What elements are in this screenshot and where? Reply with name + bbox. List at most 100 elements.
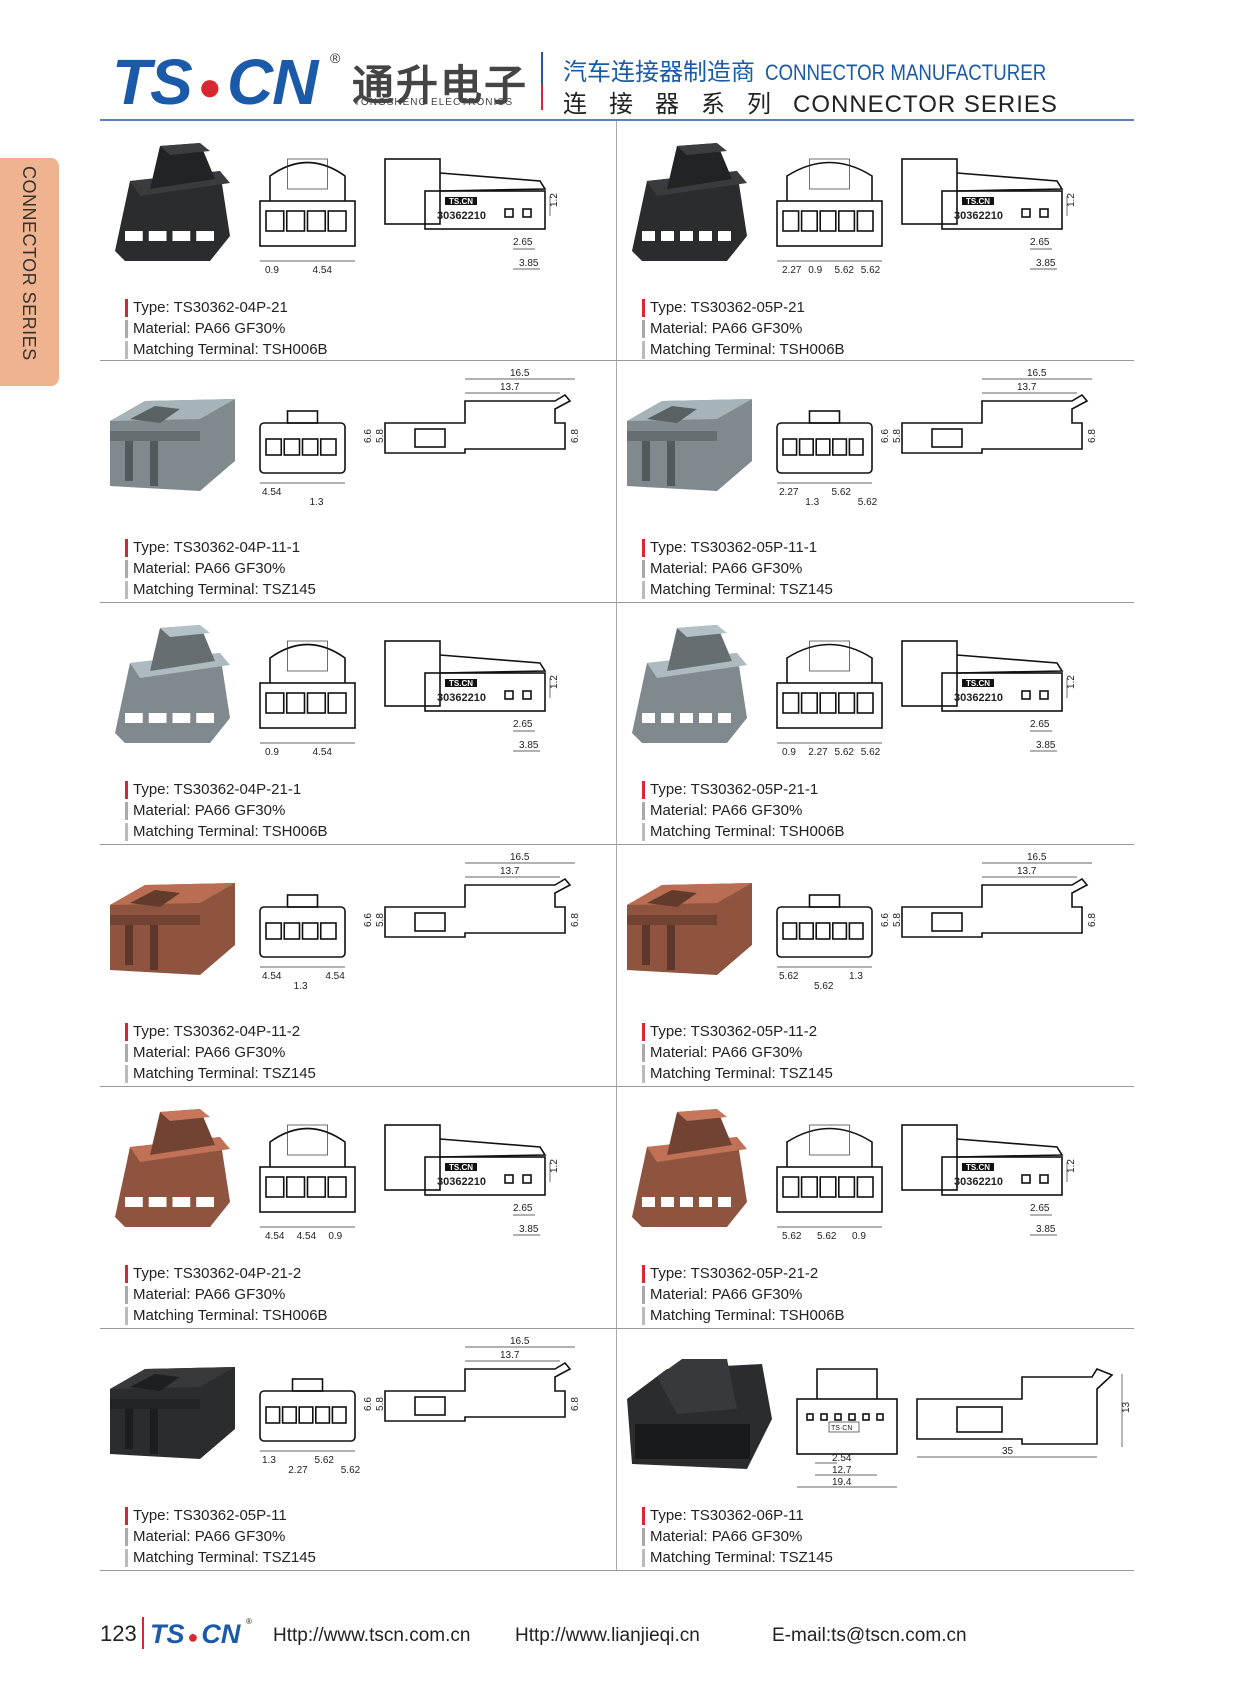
product-photo	[110, 1367, 235, 1459]
website-link-1[interactable]: Http://www.tscn.com.cn	[273, 1625, 471, 1646]
product-material-label: Material:	[650, 320, 712, 337]
spec-marker	[125, 341, 128, 359]
cavity	[819, 692, 837, 714]
cavity	[301, 922, 319, 940]
product-terminal-label: Matching Terminal:	[133, 1549, 263, 1566]
product-type-value: TS30362-04P-21	[173, 299, 288, 316]
series-en: CONNECTOR SERIES	[793, 91, 1058, 118]
product-material-label: Material:	[133, 1528, 195, 1545]
product-material-value: PA66 GF30%	[711, 320, 803, 337]
product-terminal: Matching Terminal: TSZ145	[642, 579, 833, 600]
side-outline	[901, 877, 1089, 938]
latch-arm	[956, 1138, 1064, 1158]
product-type-label: Type:	[133, 299, 174, 316]
footer-logo-cn: CN	[201, 1619, 241, 1649]
housing-mark: TS.CN	[449, 1163, 473, 1172]
spec-marker	[125, 1065, 128, 1083]
cavity	[782, 1176, 800, 1198]
cavity	[838, 692, 856, 714]
latch-top	[677, 1109, 727, 1121]
cavity	[815, 438, 831, 456]
dimension-label: 2.65	[1030, 719, 1050, 730]
latch	[667, 143, 732, 189]
detail	[522, 690, 532, 700]
cavity	[834, 1413, 842, 1421]
footer-logo-ts: TS	[150, 1619, 185, 1649]
dimension-label: 6.8	[1087, 913, 1098, 927]
terminal-window	[196, 231, 214, 241]
spec-marker	[125, 560, 128, 578]
window	[956, 1406, 1003, 1433]
latch-slot	[647, 406, 697, 423]
spec-marker	[125, 1286, 128, 1304]
dimension-label: 5.62	[861, 265, 881, 276]
cavity	[819, 1176, 837, 1198]
cavity	[265, 692, 285, 714]
product-material-label: Material:	[133, 320, 195, 337]
cavity	[331, 1406, 347, 1424]
latch-outline	[269, 1127, 346, 1167]
dimension-label: 1.3	[849, 971, 863, 982]
latch	[667, 1109, 732, 1155]
cavity	[265, 922, 283, 940]
dimension-label: 5.8	[375, 429, 386, 443]
email-link[interactable]: E-mail:ts@tscn.com.cn	[772, 1625, 967, 1646]
website-link-2[interactable]: Http://www.lianjieqi.cn	[515, 1625, 700, 1646]
dimension-label: 6.6	[363, 1397, 374, 1411]
front-face	[627, 915, 717, 925]
product-terminal-label: Matching Terminal:	[133, 823, 263, 840]
dimension-label: 13.7	[500, 1350, 520, 1361]
front-view-drawing: 1.32.275.625.62	[259, 1378, 361, 1476]
product-type-label: Type:	[650, 1265, 691, 1282]
dimension-label: 6.8	[570, 1397, 581, 1411]
dimension-label: 13.7	[500, 866, 520, 877]
dimension-label: 0.9	[808, 265, 822, 276]
product-photo	[115, 1109, 230, 1227]
dimension-label: 2.27	[288, 1465, 308, 1476]
side-lower	[424, 1156, 546, 1196]
groove	[642, 441, 650, 481]
cavity	[856, 210, 874, 232]
part-number: 30362210	[437, 1176, 486, 1188]
product-material: Material: PA66 GF30%	[125, 800, 328, 821]
product-photo	[632, 143, 747, 261]
side-tab: CONNECTOR SERIES	[0, 158, 59, 386]
terminal-window	[125, 231, 143, 241]
front-cavity	[635, 1424, 750, 1459]
cavity	[306, 692, 327, 714]
dimension-label: 0.9	[782, 747, 796, 758]
latch-detail	[809, 158, 850, 190]
product-material-value: PA66 GF30%	[194, 1044, 286, 1061]
dimension-label: 4.54	[265, 1231, 285, 1242]
housing-outline	[259, 1166, 356, 1213]
series-cn: 连接器系列	[563, 91, 793, 118]
product-type: Type: TS30362-04P-11-2	[125, 1021, 316, 1042]
front-view-drawing: 4.541.34.54	[259, 894, 346, 992]
dimension-label: 3.85	[519, 258, 539, 269]
spec-marker	[125, 802, 128, 820]
spec-marker	[642, 299, 645, 317]
product-terminal-label: Matching Terminal:	[650, 1065, 780, 1082]
terminal-window	[148, 713, 167, 723]
spec-marker	[125, 1265, 128, 1283]
housing-mark: TS·CN	[831, 1425, 852, 1432]
latch-outline	[269, 161, 346, 201]
groove	[150, 1409, 158, 1454]
latch-arm	[439, 654, 547, 674]
dimension-label: 16.5	[510, 368, 530, 379]
dimension-label: 4.54	[262, 487, 282, 498]
footer-divider	[142, 1617, 144, 1649]
product-type: Type: TS30362-06P-11	[642, 1505, 833, 1526]
